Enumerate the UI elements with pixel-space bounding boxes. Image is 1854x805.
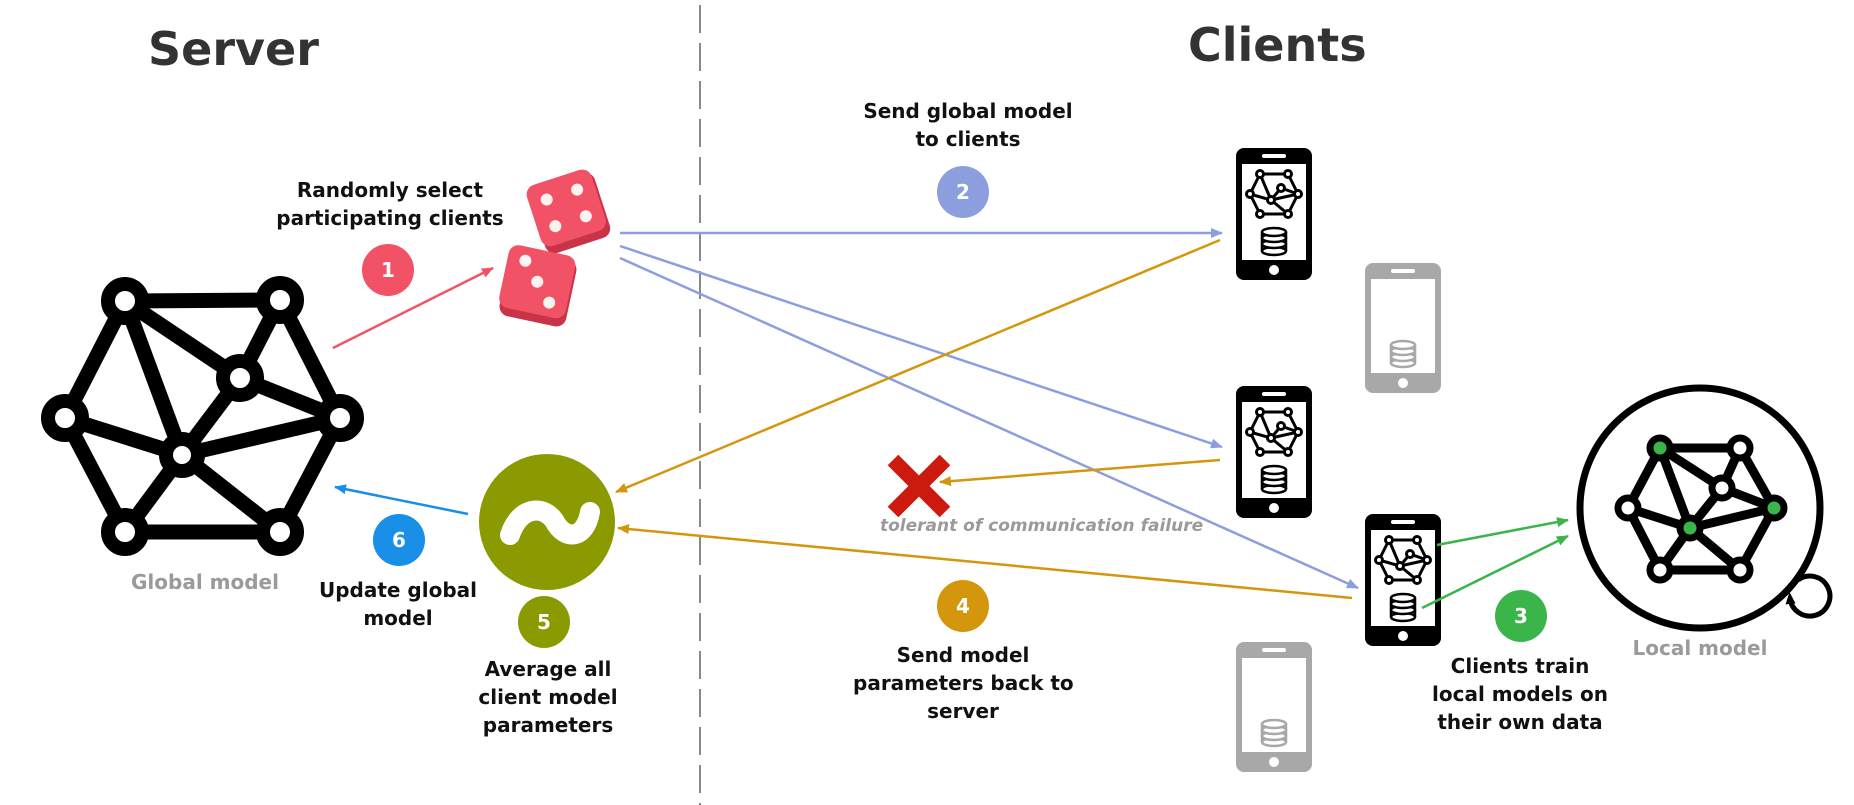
step-2-badge: 2 — [937, 166, 989, 218]
return-parameters-arrow — [617, 524, 1353, 600]
failure-cross-icon — [887, 454, 951, 518]
failure-note: tolerant of communication failure — [880, 516, 1204, 536]
global-model-label: Global model — [131, 570, 279, 594]
step-6-badge: 6 — [373, 514, 425, 566]
step-3-badge: 3 — [1495, 590, 1547, 642]
send-model-arrow — [619, 256, 1359, 590]
average-tilde-icon — [479, 454, 615, 590]
inactive-smartphone-icon — [1365, 263, 1441, 393]
update-global-arrow — [334, 484, 469, 516]
inactive-smartphone-icon — [1236, 642, 1312, 772]
smartphone-icon — [1365, 514, 1441, 646]
local-model-label: Local model — [1632, 636, 1768, 660]
train-local-arrow — [1436, 517, 1569, 547]
step-4-badge: 4 — [937, 580, 989, 632]
step-1-badge: 1 — [362, 244, 414, 296]
smartphone-icon — [1236, 148, 1312, 280]
dice-icon — [499, 169, 611, 327]
train-local-arrow — [1421, 534, 1569, 610]
clients-heading: Clients — [1188, 18, 1367, 72]
step-5-badge: 5 — [518, 596, 570, 648]
send-model-arrow — [619, 244, 1223, 449]
local-model-network-icon — [1576, 384, 1833, 632]
server-heading: Server — [148, 22, 319, 76]
circular-arrow-icon — [1785, 573, 1833, 619]
failed-return-arrow — [939, 458, 1221, 487]
smartphone-icon — [1236, 386, 1312, 518]
select-clients-arrow — [332, 266, 494, 350]
return-parameters-arrow — [615, 238, 1221, 494]
global-model-network-icon — [41, 276, 364, 556]
